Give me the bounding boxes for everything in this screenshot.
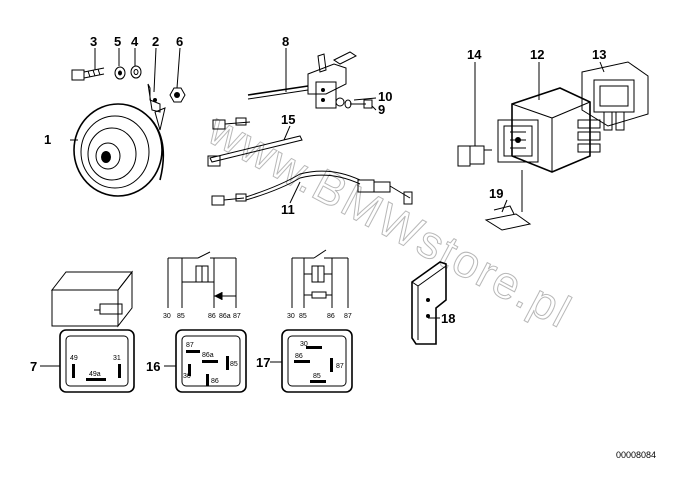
relay7-pin-49a: 49a bbox=[89, 371, 101, 378]
relay16-pin-87: 87 bbox=[186, 342, 194, 349]
schematic16-pin-87: 87 bbox=[233, 313, 241, 320]
relay7-pin-49: 49 bbox=[70, 355, 78, 362]
schematic16-pin-30: 30 bbox=[163, 313, 171, 320]
callout-15[interactable]: 15 bbox=[281, 112, 295, 127]
callout-17[interactable]: 17 bbox=[256, 355, 270, 370]
relay16-pin-86: 86 bbox=[211, 378, 219, 385]
relay-16-drawing bbox=[175, 329, 247, 393]
switch-8-drawing bbox=[247, 51, 373, 109]
clip-19-drawing bbox=[484, 170, 532, 231]
washer-5-drawing bbox=[114, 66, 126, 80]
connector-plug-drawing bbox=[212, 117, 251, 130]
callout-19[interactable]: 19 bbox=[489, 186, 503, 201]
schematic16-pin-86: 86 bbox=[208, 313, 216, 320]
schematic17-pin-85: 85 bbox=[299, 313, 307, 320]
connector-13-drawing bbox=[581, 61, 649, 131]
callout-6[interactable]: 6 bbox=[176, 34, 183, 49]
callout-16[interactable]: 16 bbox=[146, 359, 160, 374]
callout-7[interactable]: 7 bbox=[30, 359, 37, 374]
callout-3[interactable]: 3 bbox=[90, 34, 97, 49]
sensor-11-drawing bbox=[211, 170, 413, 206]
bracket-18-drawing bbox=[411, 261, 447, 345]
callout-18[interactable]: 18 bbox=[441, 311, 455, 326]
schematic16-pin-86a: 86a bbox=[219, 313, 231, 320]
callout-5[interactable]: 5 bbox=[114, 34, 121, 49]
washer-4-drawing bbox=[130, 65, 142, 79]
relay17-pin-87: 87 bbox=[336, 363, 344, 370]
screw-drawing bbox=[71, 67, 105, 81]
fuse-14-drawing bbox=[457, 145, 492, 167]
callout-12[interactable]: 12 bbox=[530, 47, 544, 62]
callout-14[interactable]: 14 bbox=[467, 47, 482, 62]
relay-12-drawing bbox=[497, 87, 601, 173]
callout-13[interactable]: 13 bbox=[592, 47, 606, 62]
relay16-pin-86a: 86a bbox=[202, 352, 214, 359]
nut-6-drawing bbox=[169, 87, 186, 103]
schematic16-pin-85: 85 bbox=[177, 313, 185, 320]
relay16-pin-85: 85 bbox=[230, 361, 238, 368]
document-id: 00008084 bbox=[616, 450, 656, 460]
callout-2[interactable]: 2 bbox=[152, 34, 159, 49]
schematic17-pin-86: 86 bbox=[327, 313, 335, 320]
callout-8[interactable]: 8 bbox=[282, 34, 289, 49]
schematic17-pin-87: 87 bbox=[344, 313, 352, 320]
cable-tie-15-drawing bbox=[207, 135, 303, 167]
relay-7-drawing bbox=[50, 270, 135, 393]
schematic-17-drawing bbox=[291, 249, 349, 308]
callout-11[interactable]: 11 bbox=[281, 202, 295, 217]
horn-drawing bbox=[73, 103, 166, 197]
relay17-pin-85: 85 bbox=[313, 373, 321, 380]
watermark: www.BMWstore.pl bbox=[199, 102, 580, 338]
bracket-2-drawing bbox=[147, 83, 161, 113]
callout-10[interactable]: 10 bbox=[378, 89, 392, 104]
schematic17-pin-30: 30 bbox=[287, 313, 295, 320]
relay16-pin-30: 30 bbox=[183, 373, 191, 380]
relay7-pin-31: 31 bbox=[113, 355, 121, 362]
callout-9[interactable]: 9 bbox=[378, 102, 385, 117]
relay-17-drawing bbox=[281, 329, 353, 393]
schematic-16-drawing bbox=[167, 251, 237, 308]
relay17-pin-30: 30 bbox=[300, 341, 308, 348]
relay17-pin-86: 86 bbox=[295, 353, 303, 360]
callout-1[interactable]: 1 bbox=[44, 132, 51, 147]
callout-4[interactable]: 4 bbox=[131, 34, 139, 49]
